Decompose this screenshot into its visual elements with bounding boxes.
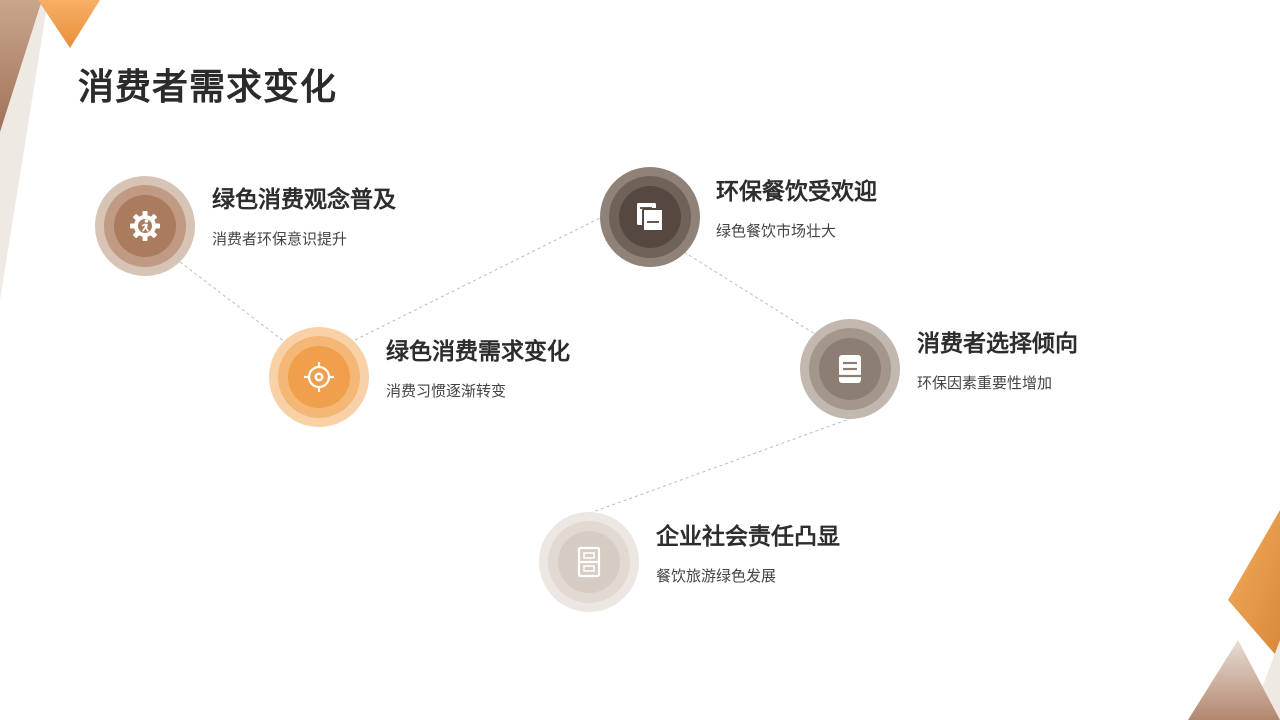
node-title: 消费者选择倾向 bbox=[917, 331, 1078, 357]
connector-line bbox=[179, 261, 286, 343]
node-subtitle: 餐饮旅游绿色发展 bbox=[656, 567, 777, 585]
node-title: 环保餐饮受欢迎 bbox=[716, 179, 877, 205]
cabinet-icon bbox=[577, 546, 601, 578]
node-csr-prominent bbox=[539, 512, 639, 612]
node-title: 绿色消费需求变化 bbox=[386, 339, 570, 365]
node-consumer-choice-trend bbox=[800, 319, 900, 419]
node-title: 绿色消费观念普及 bbox=[212, 187, 396, 213]
corner-triangle bbox=[1228, 510, 1280, 660]
corner-triangle bbox=[1188, 640, 1280, 720]
connector-line bbox=[589, 417, 853, 514]
corner-triangle bbox=[38, 0, 100, 48]
documents-icon bbox=[637, 203, 664, 232]
node-subtitle: 消费习惯逐渐转变 bbox=[386, 382, 507, 400]
corner-triangle bbox=[0, 0, 42, 132]
node-green-consumption-concept bbox=[95, 176, 195, 276]
target-eye-icon bbox=[304, 362, 334, 392]
page-title: 消费者需求变化 bbox=[78, 67, 338, 108]
book-icon bbox=[839, 355, 861, 383]
connector-line bbox=[354, 217, 601, 341]
node-title: 企业社会责任凸显 bbox=[656, 524, 840, 550]
gear-running-icon bbox=[130, 211, 160, 241]
node-eco-dining-popular bbox=[600, 167, 700, 267]
node-green-consumption-demand bbox=[269, 327, 369, 427]
node-subtitle: 消费者环保意识提升 bbox=[212, 230, 348, 248]
node-subtitle: 环保因素重要性增加 bbox=[917, 374, 1053, 392]
connector-line bbox=[683, 251, 819, 337]
node-subtitle: 绿色餐饮市场壮大 bbox=[716, 222, 837, 240]
